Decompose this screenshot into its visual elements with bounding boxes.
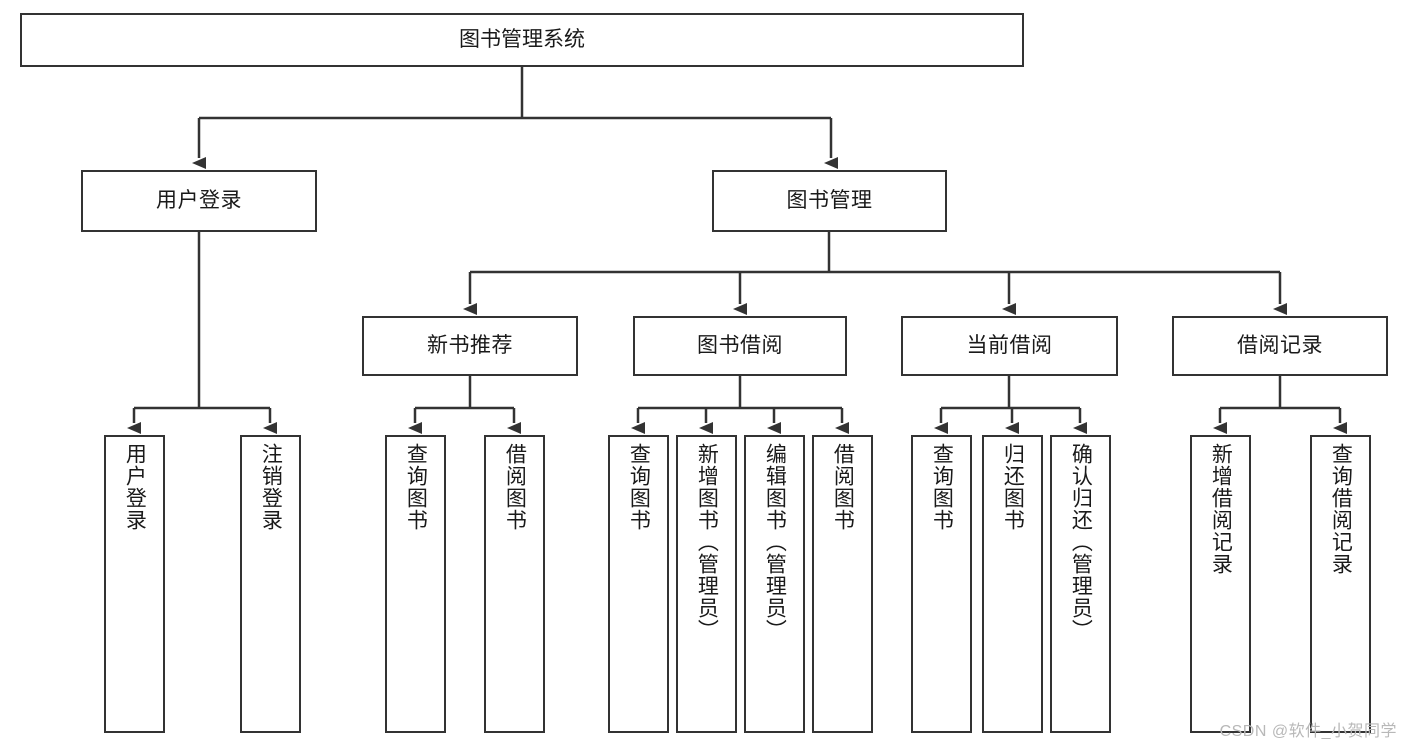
node-book-management[interactable]: 图书管理: [712, 170, 947, 232]
leaf-query-book-current[interactable]: 查询图书: [911, 435, 972, 733]
node-book-borrow-label: 图书借阅: [697, 333, 783, 357]
csdn-watermark: CSDN @软件_小贺同学: [1219, 723, 1397, 740]
leaf-query-book-current-label: 查询图书: [930, 443, 954, 531]
node-root-label: 图书管理系统: [459, 27, 585, 51]
node-user-login-label: 用户登录: [156, 188, 242, 212]
leaf-edit-book-admin[interactable]: 编辑图书（管理员）: [744, 435, 805, 733]
leaf-borrow-book-recommend-label: 借阅图书: [503, 443, 527, 531]
leaf-edit-book-admin-label: 编辑图书（管理员）: [763, 443, 787, 641]
leaf-query-borrow-record-label: 查询借阅记录: [1329, 443, 1353, 575]
leaf-confirm-return-admin[interactable]: 确认归还（管理员）: [1050, 435, 1111, 733]
leaf-add-book-admin[interactable]: 新增图书（管理员）: [676, 435, 737, 733]
leaf-logout-label: 注销登录: [259, 443, 283, 531]
node-book-borrow[interactable]: 图书借阅: [633, 316, 847, 376]
leaf-add-borrow-record[interactable]: 新增借阅记录: [1190, 435, 1251, 733]
leaf-borrow-book-label: 借阅图书: [831, 443, 855, 531]
node-user-login[interactable]: 用户登录: [81, 170, 317, 232]
leaf-confirm-return-admin-label: 确认归还（管理员）: [1069, 443, 1093, 641]
node-current-borrow-label: 当前借阅: [966, 333, 1053, 357]
leaf-return-book[interactable]: 归还图书: [982, 435, 1043, 733]
leaf-return-book-label: 归还图书: [1001, 443, 1025, 531]
leaf-user-login[interactable]: 用户登录: [104, 435, 165, 733]
leaf-user-login-label: 用户登录: [123, 443, 147, 531]
node-borrow-record[interactable]: 借阅记录: [1172, 316, 1388, 376]
leaf-query-book-recommend-label: 查询图书: [404, 443, 428, 531]
node-new-book-recommend-label: 新书推荐: [427, 333, 513, 357]
leaf-logout[interactable]: 注销登录: [240, 435, 301, 733]
leaf-borrow-book[interactable]: 借阅图书: [812, 435, 873, 733]
leaf-query-book-borrow[interactable]: 查询图书: [608, 435, 669, 733]
node-new-book-recommend[interactable]: 新书推荐: [362, 316, 578, 376]
node-book-management-label: 图书管理: [786, 188, 873, 212]
leaf-add-book-admin-label: 新增图书（管理员）: [695, 443, 719, 641]
leaf-query-book-borrow-label: 查询图书: [627, 443, 651, 531]
leaf-borrow-book-recommend[interactable]: 借阅图书: [484, 435, 545, 733]
leaf-query-book-recommend[interactable]: 查询图书: [385, 435, 446, 733]
node-root[interactable]: 图书管理系统: [20, 13, 1024, 67]
node-borrow-record-label: 借阅记录: [1237, 333, 1323, 357]
leaf-add-borrow-record-label: 新增借阅记录: [1209, 443, 1233, 575]
leaf-query-borrow-record[interactable]: 查询借阅记录: [1310, 435, 1371, 733]
node-current-borrow[interactable]: 当前借阅: [901, 316, 1118, 376]
